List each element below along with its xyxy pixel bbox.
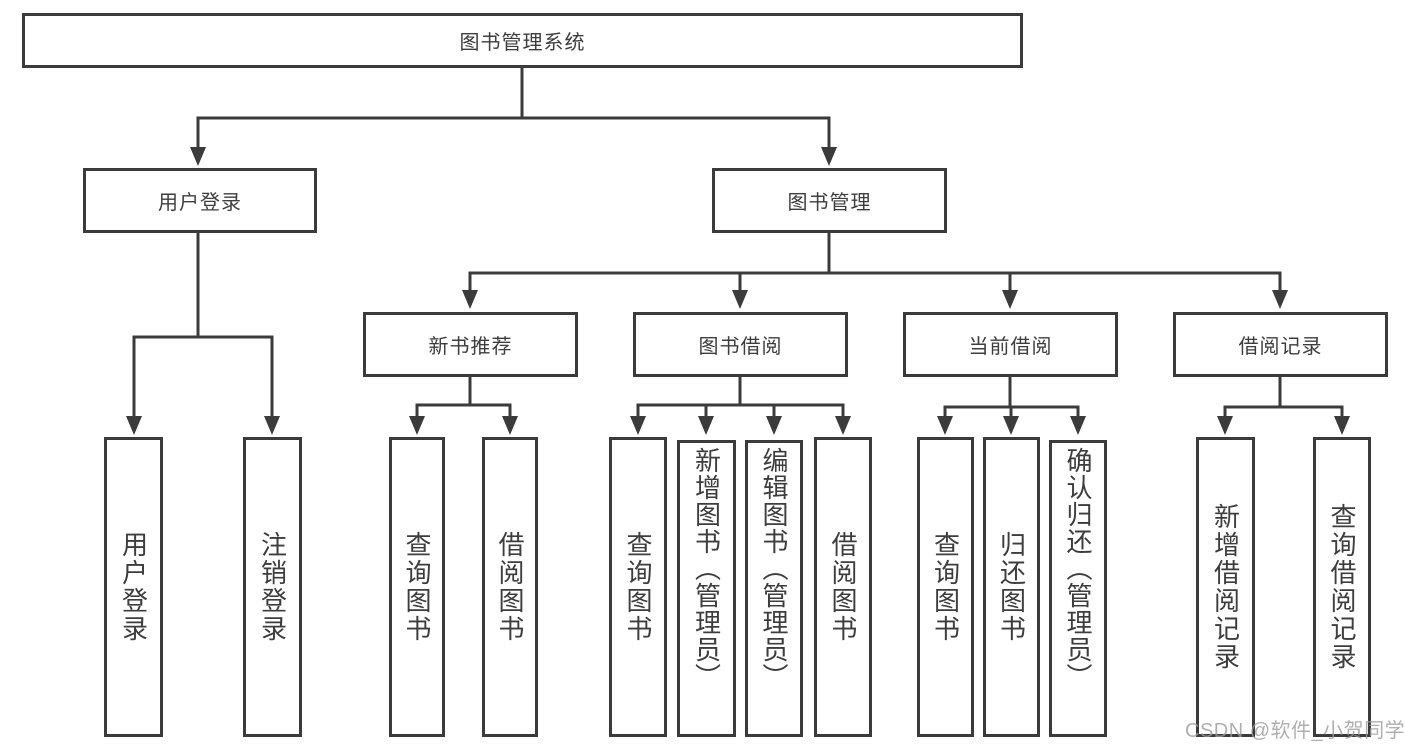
csdn-watermark: CSDN @软件_小贺同学 xyxy=(1185,720,1405,742)
tree-branch-lines xyxy=(132,67,1344,418)
leaf-user-login: 用户登录 xyxy=(104,437,163,737)
leaf-query-borrow-record: 查询借阅记录 xyxy=(1313,437,1371,737)
node-borrowing-records: 借阅记录 xyxy=(1173,312,1388,377)
node-library-management-system: 图书管理系统 xyxy=(22,13,1023,68)
node-book-borrowing: 图书借阅 xyxy=(633,312,848,377)
leaf-add-borrow-record: 新增借阅记录 xyxy=(1196,437,1255,737)
leaf-query-books-borrowing: 查询图书 xyxy=(609,437,667,737)
node-book-management: 图书管理 xyxy=(712,168,947,233)
leaf-borrow-books-recommend: 借阅图书 xyxy=(482,437,538,737)
leaf-confirm-return-admin: 确认归还（管理员） xyxy=(1049,440,1107,737)
leaf-return-book: 归还图书 xyxy=(983,437,1040,737)
leaf-add-book-admin: 新增图书（管理员） xyxy=(677,440,736,737)
arrowhead-icons xyxy=(126,147,1350,435)
leaf-logout: 注销登录 xyxy=(243,437,302,737)
node-current-borrowing: 当前借阅 xyxy=(903,312,1118,377)
leaf-query-books-current: 查询图书 xyxy=(917,437,974,737)
node-new-book-recommendation: 新书推荐 xyxy=(363,312,578,377)
node-user-login: 用户登录 xyxy=(83,168,317,233)
leaf-edit-book-admin: 编辑图书（管理员） xyxy=(745,440,803,737)
leaf-borrow-books-borrowing: 借阅图书 xyxy=(814,437,872,737)
leaf-query-books-recommend: 查询图书 xyxy=(389,437,445,737)
